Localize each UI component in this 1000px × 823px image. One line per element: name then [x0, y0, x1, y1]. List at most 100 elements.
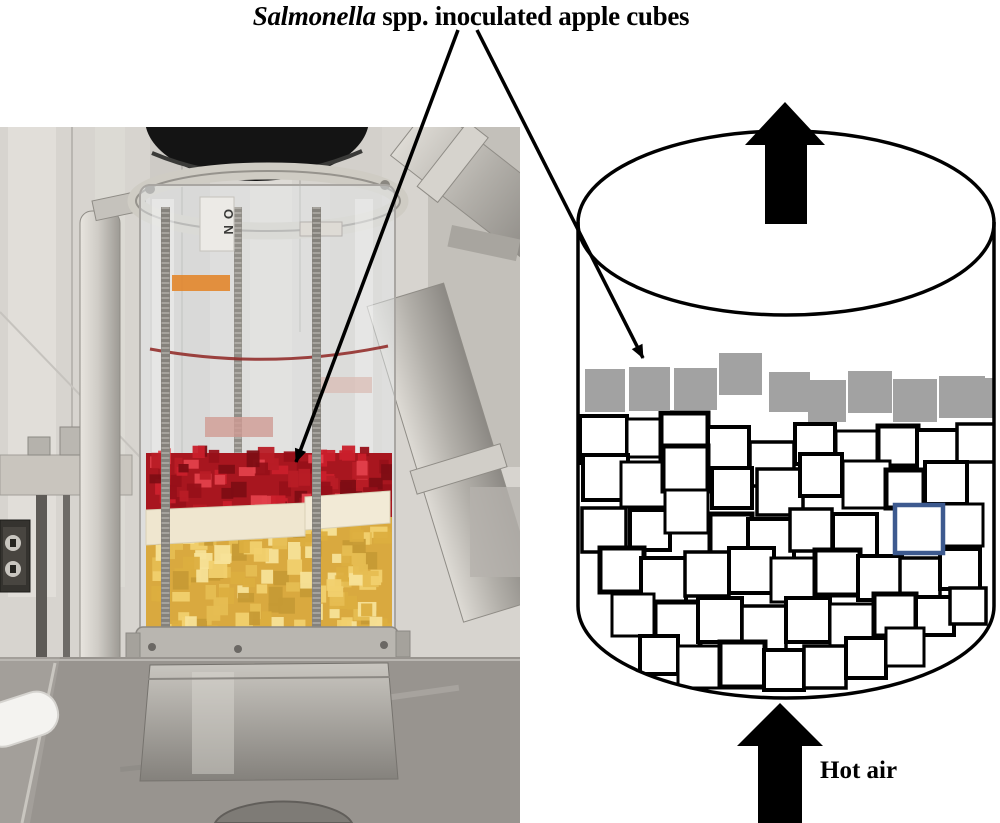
- inoculated-cube: [939, 376, 985, 418]
- red-cube: [186, 483, 202, 498]
- yellow-cube: [185, 616, 197, 627]
- red-cube: [283, 451, 300, 462]
- yellow-cube: [349, 573, 363, 586]
- apparatus-photo-svg: ON: [0, 57, 570, 823]
- yellow-cube: [256, 584, 268, 594]
- yellow-cube: [172, 539, 183, 550]
- red-cube: [359, 446, 370, 457]
- species-name: Salmonella: [252, 1, 376, 31]
- yellow-cube: [353, 564, 368, 575]
- red-cube: [170, 474, 182, 487]
- apple-cube: [938, 547, 982, 591]
- red-cube: [178, 464, 189, 473]
- red-cube: [155, 482, 167, 495]
- yellow-cube: [261, 611, 272, 630]
- threaded-rods: [161, 207, 321, 657]
- yellow-cube: [286, 582, 300, 592]
- yellow-cube: [342, 540, 360, 550]
- yellow-cube: [242, 578, 256, 588]
- yellow-cube: [361, 603, 373, 617]
- yellow-cube: [316, 585, 327, 603]
- red-cube: [288, 470, 299, 488]
- apple-cube: [710, 466, 754, 510]
- apple-cube: [597, 545, 647, 595]
- yellow-cube: [172, 571, 189, 590]
- red-cube: [171, 497, 187, 508]
- apple-cube: [798, 452, 844, 498]
- red-cube: [192, 445, 205, 459]
- inoculated-cube: [585, 369, 625, 412]
- yellow-cube: [329, 605, 340, 619]
- red-cube: [151, 452, 163, 469]
- red-cube: [179, 490, 189, 502]
- yellow-cube: [183, 556, 200, 570]
- apple-cube: [769, 556, 817, 604]
- inoculated-cube: [808, 380, 846, 422]
- apple-cube: [898, 556, 942, 600]
- red-cube: [356, 460, 368, 476]
- cube-bed: [578, 353, 994, 692]
- annotation-arrow-left: [294, 29, 460, 463]
- yellow-cube: [300, 533, 312, 547]
- yellow-cube: [271, 617, 284, 628]
- red-cube: [298, 468, 311, 486]
- red-cube: [218, 464, 235, 474]
- highlighted-cube: [892, 502, 946, 556]
- red-cube: [250, 495, 268, 507]
- yellow-cube: [237, 585, 249, 599]
- yellow-cube: [327, 586, 344, 597]
- yellow-cube: [249, 611, 260, 626]
- red-cube: [369, 477, 383, 490]
- yellow-cube: [347, 595, 358, 610]
- inoculated-cube: [848, 371, 892, 413]
- title-rest: spp. inoculated apple cubes: [375, 1, 690, 31]
- figure-title: Salmonella spp. inoculated apple cubes: [0, 1, 942, 32]
- yellow-cube: [288, 541, 301, 560]
- apple-cube: [727, 546, 776, 595]
- red-cube: [221, 487, 234, 499]
- yellow-cube: [214, 545, 231, 565]
- yellow-cube: [336, 567, 351, 582]
- yellow-cube: [294, 619, 306, 630]
- yellow-cube: [352, 538, 366, 554]
- inoculated-cube: [719, 353, 762, 395]
- outlet-box: [0, 519, 31, 593]
- inoculated-cube: [629, 367, 670, 411]
- red-cube: [246, 450, 260, 468]
- apple-cube: [663, 488, 710, 535]
- yellow-cube: [239, 539, 250, 554]
- red-cube: [238, 467, 255, 477]
- red-cube: [294, 490, 308, 503]
- clamp-ring: [125, 626, 411, 666]
- inoculated-cube: [674, 368, 717, 410]
- yellow-cube: [326, 579, 342, 591]
- yellow-cube: [373, 531, 392, 544]
- yellow-cube: [171, 620, 182, 631]
- apple-cube: [955, 422, 994, 464]
- apple-cube: [875, 423, 921, 469]
- yellow-cube: [287, 559, 303, 575]
- red-cube: [271, 465, 289, 475]
- apple-cube: [939, 502, 985, 548]
- yellow-cube: [152, 570, 165, 581]
- apple-cube: [628, 508, 672, 552]
- apple-cube: [610, 592, 656, 638]
- drum-base: [139, 662, 399, 782]
- red-cube: [322, 449, 336, 462]
- red-cube: [199, 471, 211, 480]
- floor-cutout: [213, 800, 354, 823]
- red-cube: [174, 457, 183, 474]
- white-object: [0, 690, 60, 748]
- annotation-arrow-right: [475, 29, 645, 359]
- tape-band: [145, 490, 391, 546]
- yellow-cube: [370, 576, 382, 586]
- red-cube: [321, 475, 336, 487]
- red-cube: [381, 464, 392, 481]
- yellow-cube: [245, 565, 258, 577]
- red-cube: [340, 479, 357, 496]
- on-label: ON: [221, 209, 236, 241]
- chamber-top-ring: [127, 162, 409, 240]
